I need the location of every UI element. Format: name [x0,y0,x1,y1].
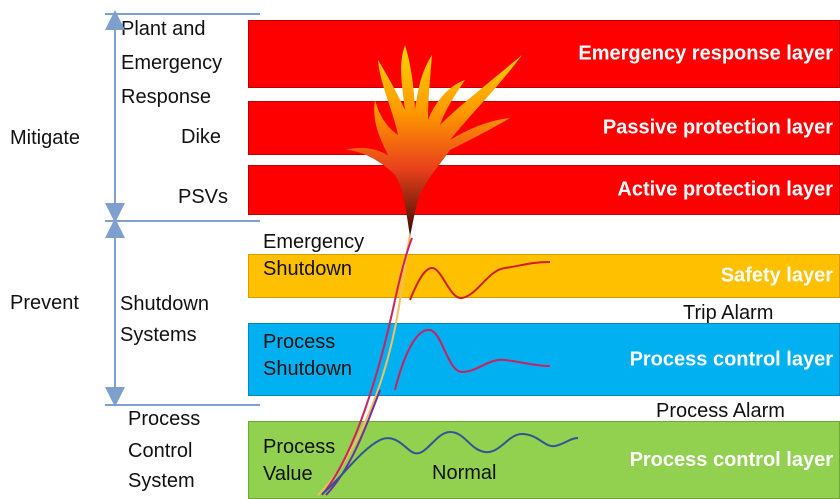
process-control-layer-lower: Process Value Process control layer [248,421,840,499]
process-alarm-label: Process Alarm [656,400,785,422]
plant-emergency-response-label: Plant and Emergency Response [121,16,222,111]
emergency-response-layer-title: Emergency response layer [578,42,833,65]
shutdown-line-2: Systems [120,324,197,346]
escalation-curve-purple [325,389,381,496]
plant-line-1: Plant and [121,18,206,40]
normal-label: Normal [432,462,497,484]
top-separator [105,13,260,15]
process-control-layer-upper: Process Shutdown Process control layer [248,323,840,396]
pcs-line-2: Control [128,440,193,462]
escalation-curve-red [321,237,413,496]
active-protection-layer-title: Active protection layer [617,178,833,201]
plant-line-2: Emergency [121,52,223,74]
dike-label: Dike [181,126,222,148]
prevent-label: Prevent [10,292,79,314]
flame-icon [345,45,522,236]
emergency-shutdown-label: Emergency Shutdown [263,229,364,283]
safety-layer-response-curve [409,261,551,301]
process-shutdown-line-2: Shutdown [263,358,352,380]
shutdown-line-1: Shutdown [120,293,209,315]
mitigate-prevent-separator [105,220,260,222]
shutdown-systems-label: Shutdown Systems [120,291,209,349]
psvs-label: PSVs [178,186,229,208]
process-value-label: Process Value [263,434,335,488]
plant-line-3: Response [121,86,212,108]
normal-process-curve [321,430,579,495]
process-control-layer-lower-title: Process control layer [629,449,833,471]
process-control-system-label: Process Control System [128,406,200,495]
emergency-shutdown-line-1: Emergency [263,231,365,253]
prevent-pcs-separator [105,404,260,406]
pcs-line-1: Process [128,408,201,430]
process-value-line-1: Process [263,436,336,458]
process-shutdown-label: Process Shutdown [263,329,352,383]
emergency-response-layer: Emergency response layer [248,20,840,88]
process-value-line-2: Value [263,463,313,485]
process-shutdown-response-curve [394,328,551,391]
safety-layer-title: Safety layer [720,264,833,287]
pcs-line-3: System [128,470,195,492]
process-shutdown-line-1: Process [263,331,336,353]
active-protection-layer: Active protection layer [248,165,840,215]
safety-layer: Emergency Shutdown Safety layer [248,231,840,298]
passive-protection-layer: Passive protection layer [248,101,840,155]
emergency-shutdown-line-2: Shutdown [263,258,352,280]
trip-alarm-label: Trip Alarm [683,302,774,324]
escalation-curve-yellow [317,234,411,496]
process-control-layer-upper-title: Process control layer [629,348,833,370]
mitigate-label: Mitigate [10,127,81,149]
passive-protection-layer-title: Passive protection layer [602,116,833,139]
